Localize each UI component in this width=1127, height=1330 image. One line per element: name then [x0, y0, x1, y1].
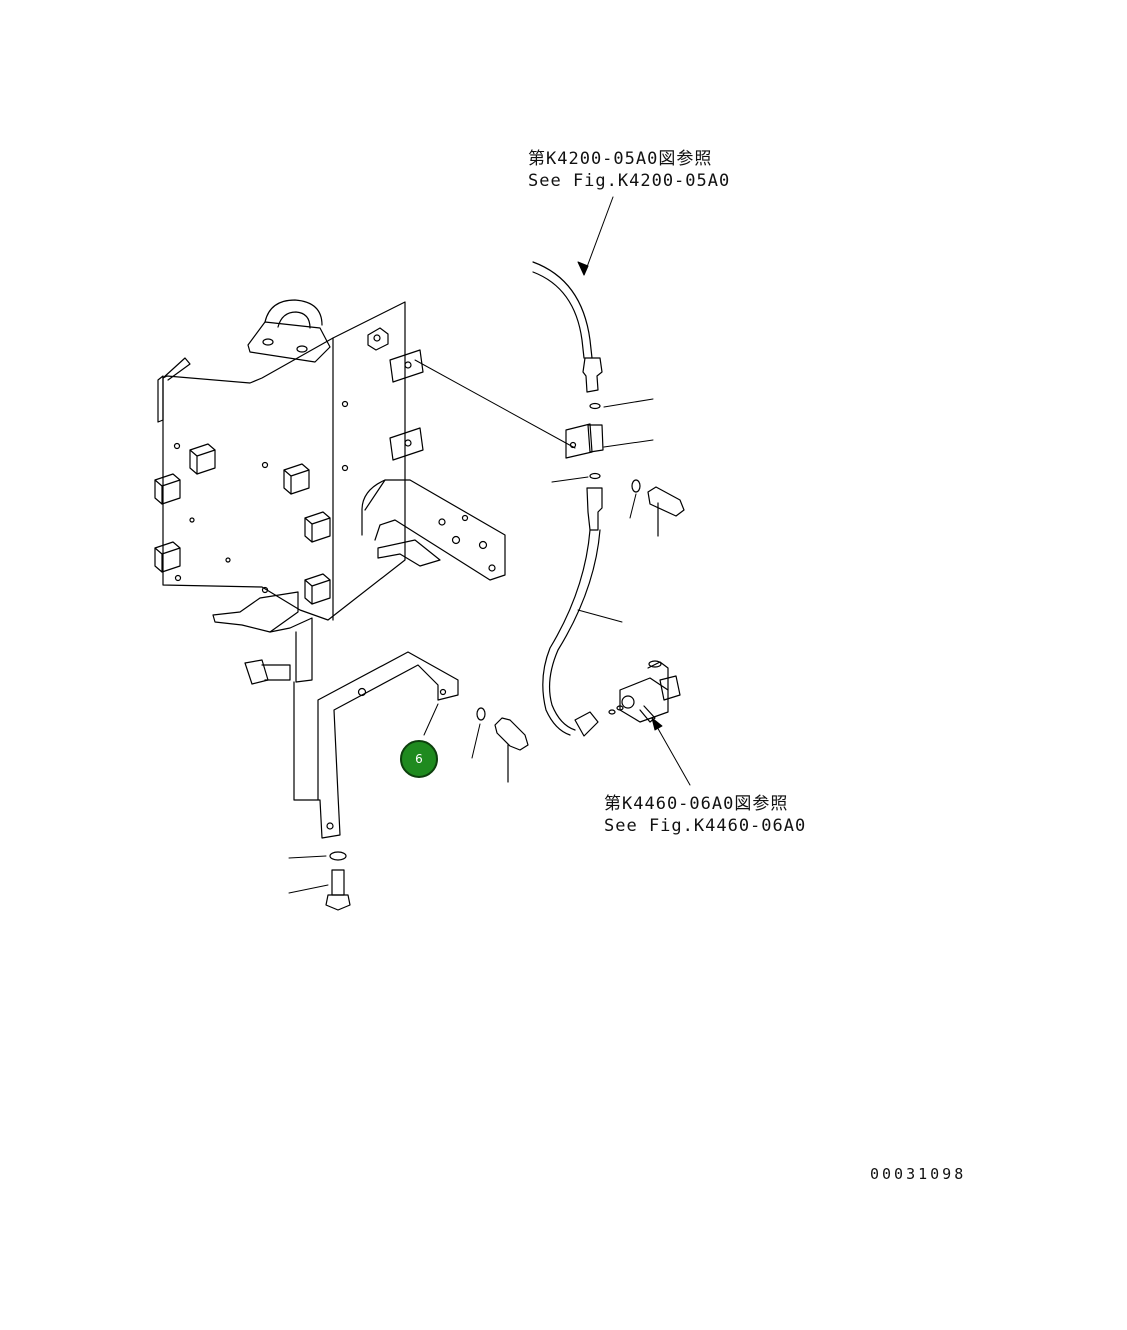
reference-note-bottom-en: See Fig.K4460-06A0: [604, 816, 807, 836]
reference-note-bottom-jp: 第K4460-06A0図参照: [604, 794, 789, 814]
part-callout-6[interactable]: 6: [400, 740, 438, 778]
fasteners: [325, 479, 685, 911]
stay-bracket: [293, 651, 459, 839]
hose-assembly: [532, 261, 624, 737]
valve-assembly: [619, 660, 681, 723]
mounting-bracket: [154, 299, 506, 685]
part-callout-6-label: 6: [415, 752, 423, 766]
reference-note-top-en: See Fig.K4200-05A0: [528, 171, 731, 191]
document-number: 00031098: [870, 1165, 967, 1183]
leader-lines: [288, 196, 691, 894]
reference-note-top-jp: 第K4200-05A0図参照: [528, 149, 713, 169]
reference-note-top: 第K4200-05A0図参照 See Fig.K4200-05A0: [528, 148, 730, 192]
reference-note-bottom: 第K4460-06A0図参照 See Fig.K4460-06A0: [604, 793, 806, 837]
